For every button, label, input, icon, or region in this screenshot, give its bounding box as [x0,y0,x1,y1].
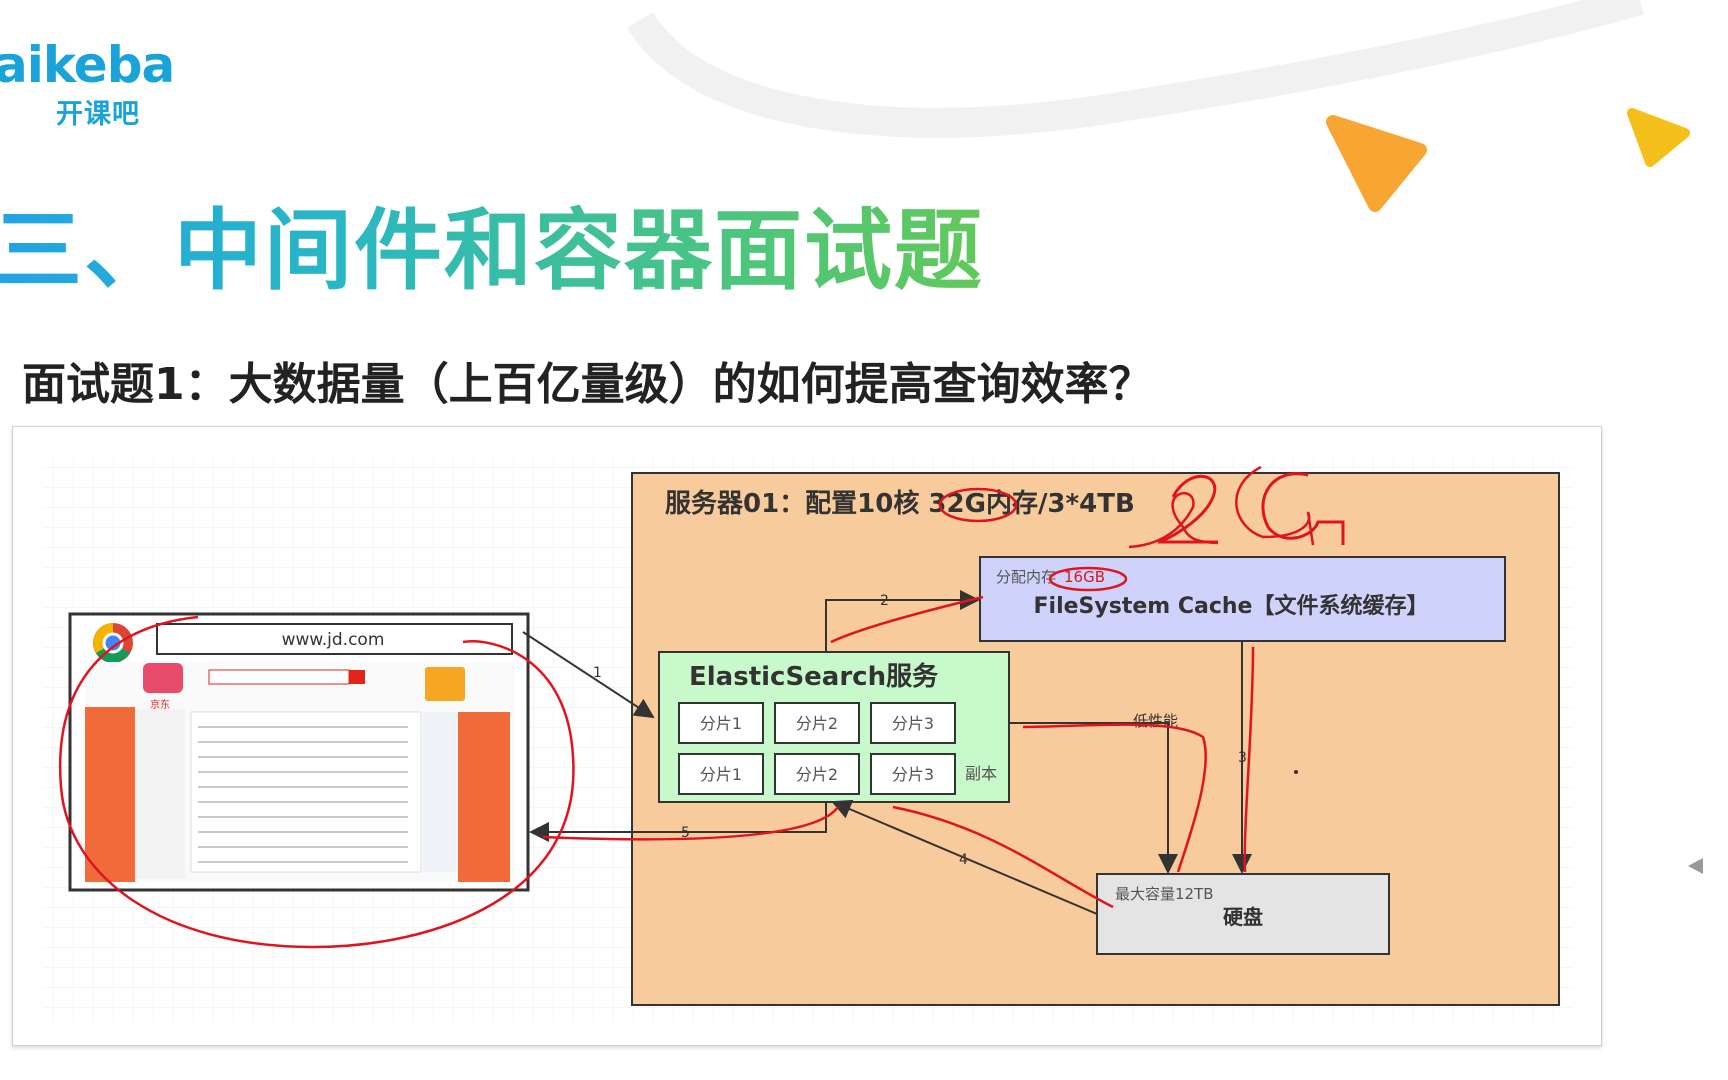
web-page-thumbnail: 京东 [85,662,515,882]
edge-5 [529,802,827,842]
replica-shard-label: 分片1 [700,765,742,784]
architecture-diagram: 服务器01：配置10核 32G内存/3*4TB 分配内存 16GB FileSy… [43,457,1573,1022]
edge-4-label: 4 [959,852,968,868]
question-text: 面试题1：大数据量（上百亿量级）的如何提高查询效率？ [22,359,1153,410]
fs-cache-box [979,556,1506,642]
url-text: www.jd.com [282,630,385,650]
diagram-panel: 服务器01：配置10核 32G内存/3*4TB 分配内存 16GB FileSy… [12,426,1602,1046]
replica-shard-box [774,753,860,795]
edge-3-label: 3 [1238,750,1247,766]
server-title: 服务器01：配置10核 32G内存/3*4TB [665,488,1135,519]
shard-label: 分片1 [700,714,742,733]
es-label: ElasticSearch服务 [689,662,938,692]
disk-label: 硬盘 [1223,905,1263,929]
replica-shard-box [678,753,764,795]
fs-cache-label: FileSystem Cache【文件系统缓存】 [1034,593,1429,619]
replica-label: 副本 [965,764,997,783]
edge-1-label: 1 [593,665,602,681]
logo-subtitle: 开课吧 [56,99,140,130]
logo-text: aikeba [0,36,175,94]
edge-4 [831,799,1098,915]
yellow-triangle-icon [1627,108,1690,167]
edge-2 [825,590,980,652]
chrome-icon [93,623,133,663]
shard-label: 分片3 [892,714,934,733]
shard-box [774,702,860,744]
prev-slide-icon [1688,858,1703,874]
handwritten-annotations [58,465,1315,949]
orange-triangle-icon [1326,115,1427,212]
shard-label: 分片2 [796,714,838,733]
annotation-dot [1294,770,1298,774]
annotation-2g [1157,472,1345,545]
edge-5-label: 5 [681,825,690,841]
page-title: 三、中间件和容器面试题 [0,180,984,307]
edge-2-label: 2 [880,593,889,609]
replica-shard-label: 分片2 [796,765,838,784]
edge-low-perf [1009,722,1178,874]
store-label: 京东 [150,698,170,711]
shard-box [678,702,764,744]
shard-box [870,702,956,744]
disk-capacity: 最大容量12TB [1115,885,1214,903]
fs-alloc-value: 16GB [1064,568,1105,586]
fs-alloc-prefix: 分配内存 [996,568,1056,586]
address-bar [156,623,513,655]
replica-shard-box [870,753,956,795]
replica-shard-label: 分片3 [892,765,934,784]
edge-1 [522,631,655,719]
